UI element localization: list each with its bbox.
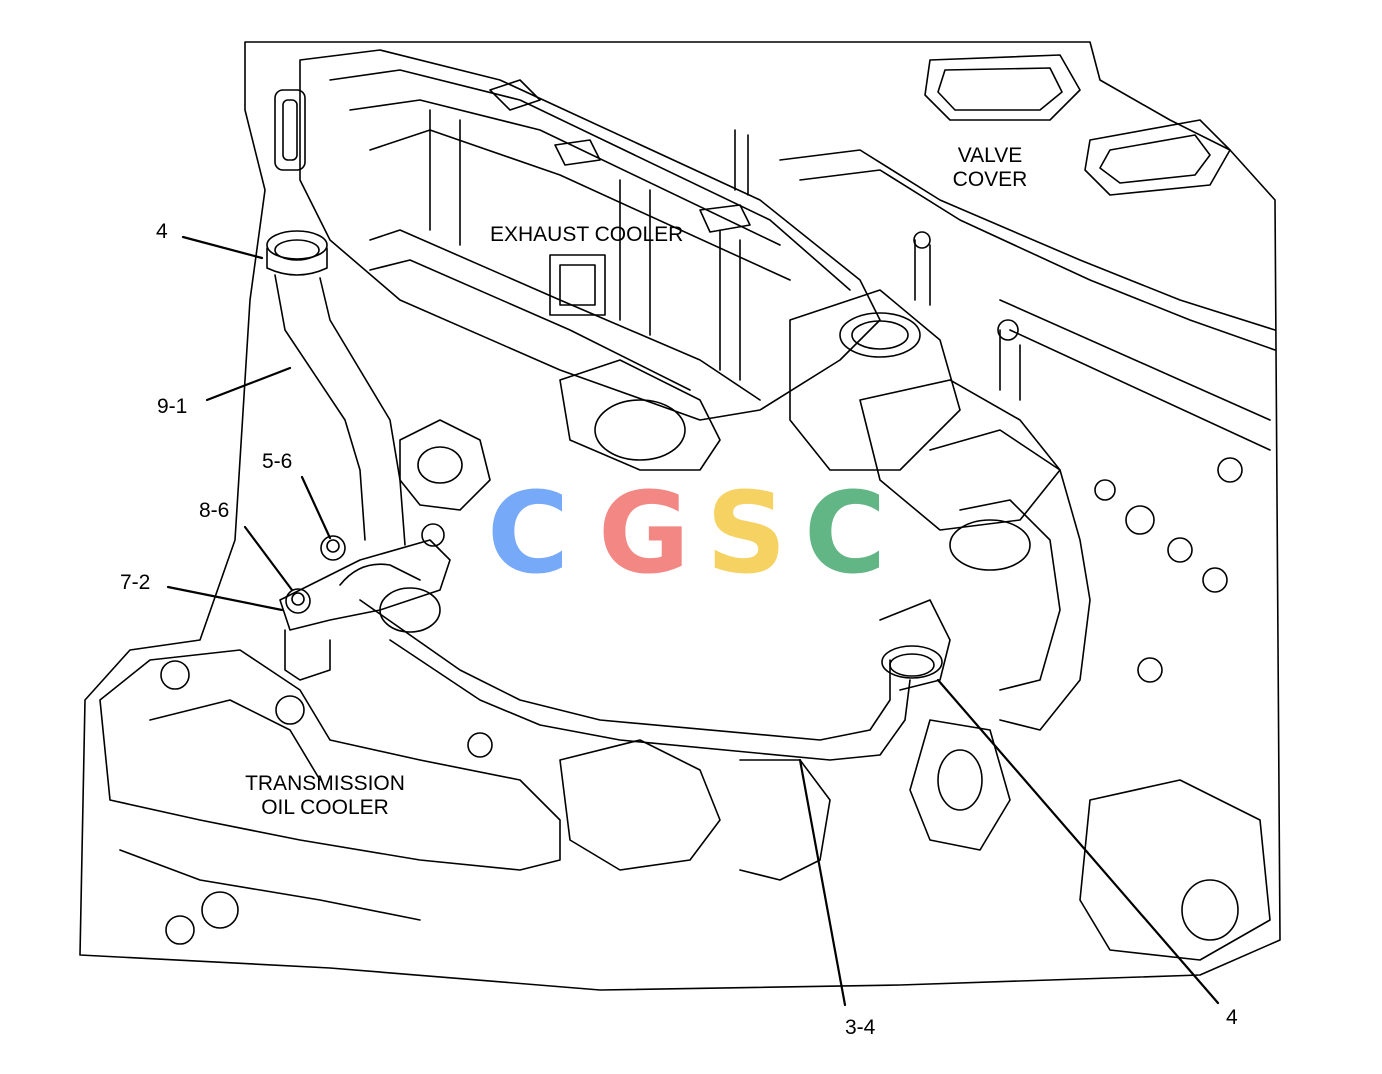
- callout-5-6: 5-6: [262, 450, 293, 473]
- tube-3-4-drawing: [339, 563, 951, 761]
- callout-4-top: 4: [156, 220, 168, 243]
- transmission-oil-cooler-line2: OIL COOLER: [261, 796, 389, 819]
- leader-4-bottom: [936, 678, 1220, 1005]
- leader-5-6: [300, 475, 332, 540]
- callout-7-2: 7-2: [120, 571, 151, 594]
- transmission-oil-cooler-label: TRANSMISSION OIL COOLER: [230, 772, 420, 820]
- exhaust-cooler-label: EXHAUST COOLER: [490, 223, 684, 246]
- exhaust-cooler-lines: [274, 49, 881, 421]
- leader-4-top: [181, 235, 264, 260]
- leader-8-6: [243, 525, 294, 592]
- callout-3-4: 3-4: [845, 1016, 876, 1039]
- leader-lines: [166, 235, 1220, 1007]
- mid-pipes: [369, 229, 761, 511]
- watermark-letter-g: G: [598, 469, 690, 599]
- leader-7-2: [166, 585, 284, 612]
- callout-8-6: 8-6: [199, 499, 230, 522]
- valve-cover-lines: [779, 54, 1276, 451]
- transmission-oil-cooler-lines: [99, 129, 1271, 961]
- cooler-outlet: [789, 289, 1091, 731]
- valve-cover-label-line2: COVER: [952, 168, 1028, 191]
- tube-9-1-drawing: [266, 230, 406, 546]
- engine-outline: [79, 41, 1281, 991]
- leader-3-4: [798, 758, 847, 1007]
- watermark-letter-s: S: [706, 469, 787, 599]
- valve-cover-label: VALVE COVER: [940, 144, 1040, 192]
- watermark-letter-c1: C: [487, 469, 570, 599]
- watermark-letter-c2: C: [804, 469, 887, 599]
- callout-9-1: 9-1: [157, 395, 188, 418]
- leader-9-1: [205, 366, 292, 402]
- clamp-bracket: [279, 523, 451, 681]
- transmission-oil-cooler-line1: TRANSMISSION: [245, 772, 405, 795]
- callout-4-bottom: 4: [1226, 1006, 1238, 1029]
- valve-cover-label-line1: VALVE: [957, 144, 1023, 167]
